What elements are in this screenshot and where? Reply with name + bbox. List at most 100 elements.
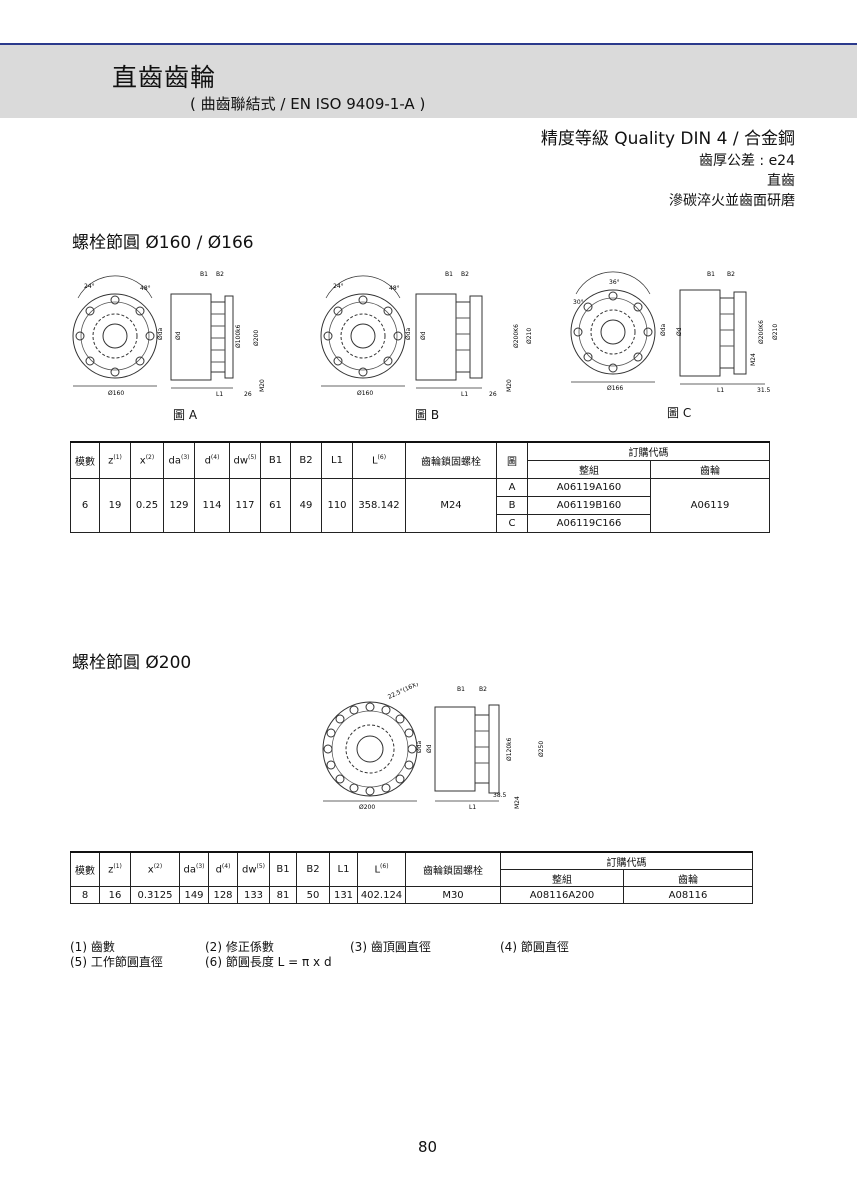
table-row: C A06119C166 bbox=[71, 514, 770, 533]
angle-label-1: 30° bbox=[573, 299, 584, 306]
footnote-3: (3) 齒頂圓直徑 bbox=[350, 940, 431, 954]
page-number: 80 bbox=[418, 1138, 438, 1156]
header-rule bbox=[0, 43, 857, 45]
dim-b1: B1 bbox=[457, 686, 465, 693]
th-module: 模數 bbox=[70, 851, 100, 887]
gear-side-view bbox=[679, 289, 747, 377]
th-l1: L1 bbox=[329, 851, 358, 887]
th-gear: 齒輪 bbox=[623, 869, 753, 887]
bolt-circle-label: Ø160 bbox=[357, 390, 373, 397]
angle-label-1: 24° bbox=[84, 283, 95, 290]
figure-c-drawing: 30° 36° Ø166 B1 B2 Øda Ød Ø210 Ø200K6 M2… bbox=[570, 271, 779, 394]
page-title: 直齒齒輪 bbox=[112, 63, 217, 92]
cell-assembly: A06119C166 bbox=[527, 514, 651, 533]
dim-da: Øda bbox=[660, 323, 667, 336]
cell-l1: 110 bbox=[321, 478, 353, 533]
dim-l1: L1 bbox=[469, 804, 476, 811]
dim-length: 26 bbox=[489, 391, 497, 398]
angle-label-2: 48° bbox=[389, 285, 400, 292]
dim-outer: Ø200 bbox=[253, 330, 260, 346]
cell-l1: 131 bbox=[329, 886, 358, 904]
footnote-4: (4) 節圓直徑 bbox=[500, 940, 569, 954]
cell-module: 6 bbox=[70, 478, 100, 533]
dim-d: Ød bbox=[426, 744, 433, 753]
dim-pilot: Ø200K6 bbox=[758, 320, 765, 344]
th-l: L(6) bbox=[352, 441, 406, 479]
th-z: z(1) bbox=[99, 441, 131, 479]
gear-front-view bbox=[570, 271, 656, 375]
cell-bolt: M24 bbox=[405, 478, 497, 533]
dim-bolt: M20 bbox=[506, 379, 513, 392]
cell-gear: A06119 bbox=[650, 478, 770, 533]
section-title-160-166: 螺栓節圓 Ø160 / Ø166 bbox=[72, 233, 254, 253]
cell-assembly: A06119A160 bbox=[527, 478, 651, 497]
angle-label: 22.5°(16X) bbox=[387, 683, 420, 701]
cell-bolt: M30 bbox=[405, 886, 501, 904]
cell-b1: 81 bbox=[269, 886, 297, 904]
dim-length: 31.5 bbox=[757, 387, 771, 394]
cell-x: 0.25 bbox=[130, 478, 164, 533]
th-dw: dw(5) bbox=[229, 441, 261, 479]
bolt-circle-label: Ø160 bbox=[108, 390, 124, 397]
dim-outer: Ø210 bbox=[772, 324, 779, 340]
table-row: B A06119B160 bbox=[71, 496, 770, 515]
figure-b-drawing: 24° 48° Ø160 B1 B2 Øda Ød Ø210 Ø200K6 M2… bbox=[320, 271, 533, 398]
th-d: d(4) bbox=[194, 441, 230, 479]
cell-da: 149 bbox=[179, 886, 209, 904]
dim-bolt: M24 bbox=[514, 796, 521, 809]
gear-front-view bbox=[322, 701, 418, 797]
bolt-circle-label: Ø200 bbox=[359, 804, 375, 811]
figure-200-drawing: 22.5°(16X) Ø200 B1 B2 Øda Ød Ø250 Ø120k6… bbox=[322, 683, 545, 811]
th-da: da(3) bbox=[163, 441, 195, 479]
th-assembly: 整組 bbox=[500, 869, 624, 887]
cell-b2: 50 bbox=[296, 886, 330, 904]
table-row: 6 19 0.25 129 114 117 61 49 110 358.142 … bbox=[70, 478, 770, 533]
spec-quality: 精度等級 Quality DIN 4 / 合金鋼 bbox=[540, 129, 795, 149]
th-bolt: 齒輪鎖固螺栓 bbox=[405, 851, 501, 887]
figure-a-label: 圖 A bbox=[173, 408, 198, 422]
dim-bolt: M20 bbox=[259, 379, 266, 392]
cell-b1: 61 bbox=[260, 478, 291, 533]
th-b1: B1 bbox=[269, 851, 297, 887]
spec-tooth-type: 直齒 bbox=[767, 173, 795, 189]
gear-side-view bbox=[434, 704, 500, 794]
cell-fig: A bbox=[496, 478, 528, 497]
th-gear: 齒輪 bbox=[650, 460, 770, 479]
dim-length: 26 bbox=[244, 391, 252, 398]
th-assembly: 整組 bbox=[527, 460, 651, 479]
footnote-1: (1) 齒數 bbox=[70, 940, 115, 954]
spec-table-200: 模數 z(1) x(2) da(3) d(4) dw(5) B1 B2 L1 L… bbox=[70, 851, 753, 904]
th-b2: B2 bbox=[296, 851, 330, 887]
dim-da: Øda bbox=[157, 327, 164, 340]
cell-fig: B bbox=[496, 496, 528, 515]
cell-l: 402.124 bbox=[357, 886, 406, 904]
gear-side-view bbox=[415, 293, 483, 381]
dim-outer: Ø210 bbox=[526, 328, 533, 344]
footnote-6: (6) 節圓長度 L = π x d bbox=[205, 955, 332, 969]
cell-l: 358.142 bbox=[352, 478, 406, 533]
cell-assembly: A06119B160 bbox=[527, 496, 651, 515]
dim-d: Ød bbox=[420, 331, 427, 340]
dim-bolt: M24 bbox=[750, 353, 757, 366]
th-l: L(6) bbox=[357, 851, 406, 887]
dim-b1: B1 bbox=[445, 271, 453, 278]
th-dw: dw(5) bbox=[237, 851, 270, 887]
dim-b2: B2 bbox=[727, 271, 735, 278]
th-order-code: 訂購代碼 bbox=[527, 441, 770, 461]
table-row: 8 16 0.3125 149 128 133 81 50 131 402.12… bbox=[70, 886, 753, 904]
cell-gear: A08116 bbox=[623, 886, 753, 904]
dim-pilot: Ø100k6 bbox=[235, 324, 242, 348]
dim-d: Ød bbox=[175, 331, 182, 340]
dim-da: Øda bbox=[405, 327, 412, 340]
dim-b1: B1 bbox=[200, 271, 208, 278]
dim-da: Øda bbox=[416, 740, 423, 753]
th-b2: B2 bbox=[290, 441, 322, 479]
dim-b2: B2 bbox=[461, 271, 469, 278]
cell-z: 19 bbox=[99, 478, 131, 533]
dim-outer: Ø250 bbox=[538, 741, 545, 757]
dim-l1: L1 bbox=[461, 391, 468, 398]
angle-label-2: 48° bbox=[140, 285, 151, 292]
th-z: z(1) bbox=[99, 851, 131, 887]
dim-length: 38.5 bbox=[493, 792, 507, 799]
cell-assembly: A08116A200 bbox=[500, 886, 624, 904]
